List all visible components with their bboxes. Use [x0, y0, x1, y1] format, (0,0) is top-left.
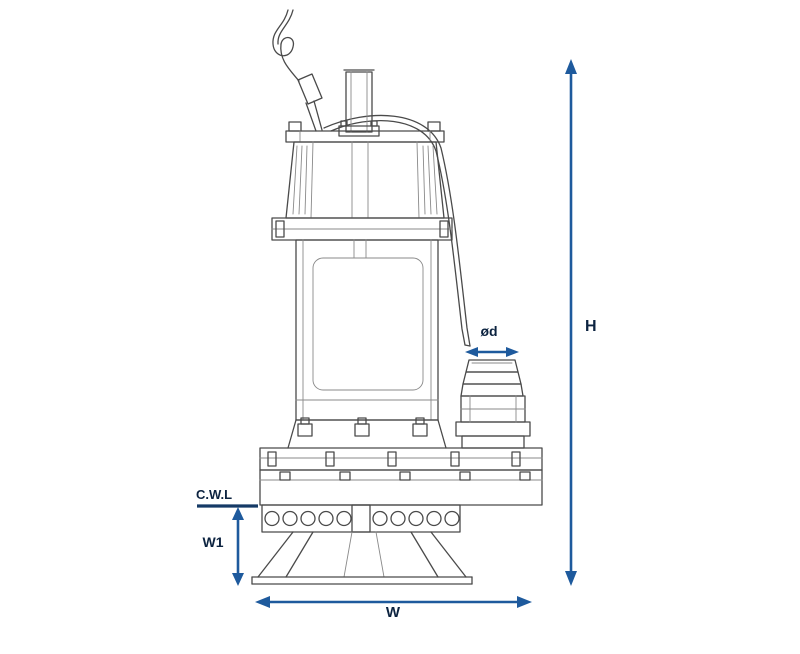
strainer [261, 504, 461, 533]
height-dimension-arrow [565, 59, 577, 586]
discharge-coupling [455, 359, 531, 449]
water-depth-label: W1 [203, 534, 224, 550]
power-cable [272, 9, 323, 132]
base-stand [251, 531, 473, 585]
volute-flange [259, 447, 543, 471]
width-dimension-arrow [255, 596, 532, 608]
pump-drawing [251, 9, 543, 585]
volute-casing [259, 469, 543, 506]
motor-cap [285, 141, 445, 219]
water-depth-dimension-arrow [232, 507, 244, 586]
cap-flange [271, 217, 453, 241]
height-label: H [585, 318, 597, 335]
stud-bolts [287, 417, 447, 449]
width-label: W [386, 604, 401, 621]
motor-body [295, 239, 439, 421]
outlet-diameter-label: ød [480, 323, 497, 339]
water-level-label: C.W.L [196, 487, 232, 502]
top-pipe [338, 69, 380, 137]
outlet-diameter-dimension-arrow [465, 347, 519, 357]
